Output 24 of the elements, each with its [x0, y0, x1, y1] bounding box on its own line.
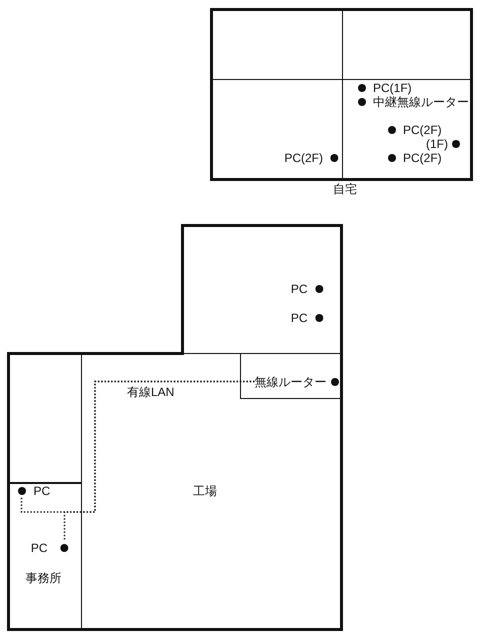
- device-label: (1F): [426, 137, 448, 151]
- device-label: PC: [30, 540, 48, 554]
- area-label: 工場: [193, 484, 217, 498]
- room-outline: [240, 352, 343, 398]
- room-label: 事務所: [26, 570, 62, 584]
- device-label: PC: [290, 310, 308, 324]
- device-label: PC(2F): [284, 151, 323, 165]
- room-outline: [343, 80, 473, 181]
- room-outline: [343, 8, 473, 80]
- device-label: PC: [34, 484, 50, 498]
- device-label: 無線ルーター: [254, 374, 326, 388]
- device-label: PC(2F): [403, 151, 442, 165]
- dotted-cable-line: [64, 380, 254, 540]
- room-outline: [7, 352, 82, 484]
- building-label: 自宅: [333, 182, 357, 196]
- room-outline: [7, 482, 82, 631]
- device-label: 中継無線ルーター: [373, 95, 469, 109]
- device-label: PC: [290, 282, 308, 296]
- edge-label: 有線LAN: [127, 385, 174, 399]
- room-outline: [210, 8, 343, 80]
- room-outline: [210, 80, 343, 181]
- device-label: PC(2F): [403, 123, 442, 137]
- factory-outline: [7, 224, 343, 631]
- device-label: PC(1F): [373, 81, 412, 95]
